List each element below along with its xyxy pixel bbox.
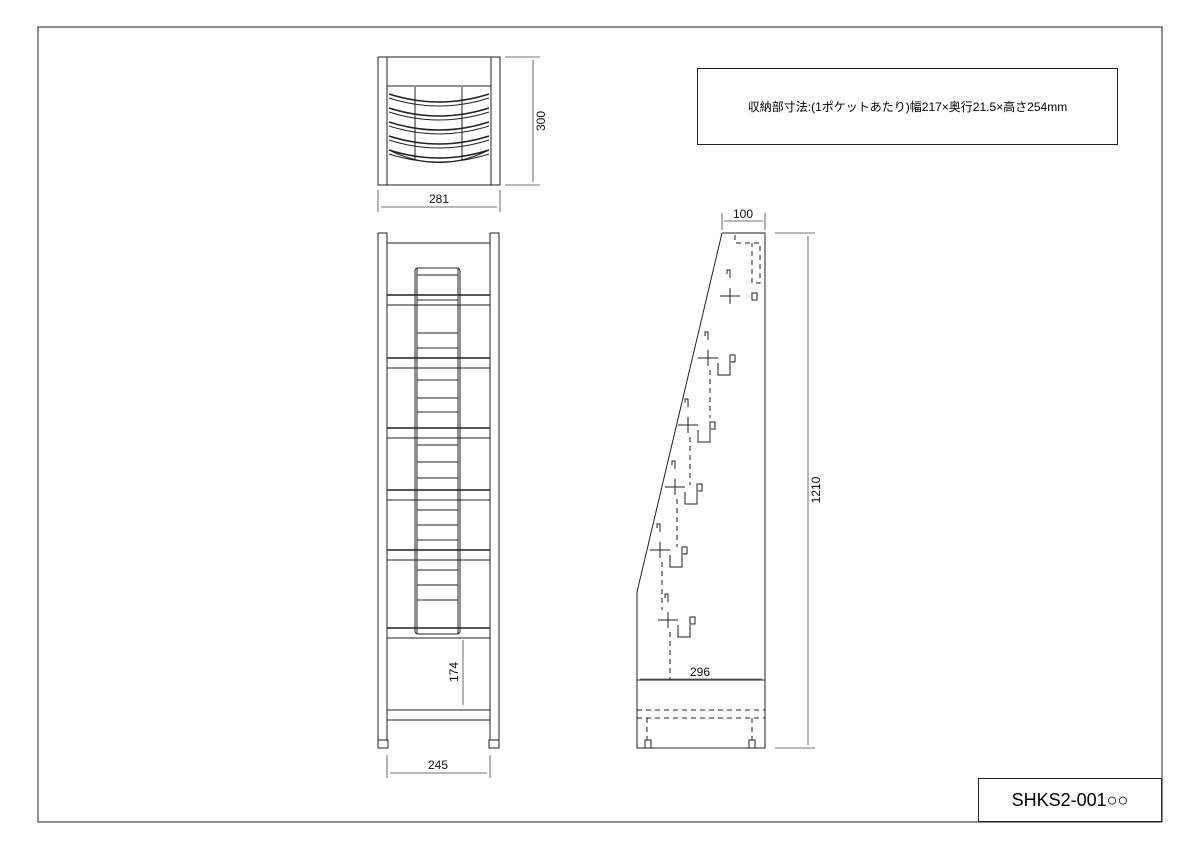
pocket-outline [388,111,490,121]
pocket-outline [388,139,490,149]
dim-top-width: 281 [429,192,449,206]
hook-bracket [658,593,696,680]
pocket-outline [388,93,490,103]
hook-bracket [665,460,703,547]
hook-bracket [678,398,716,485]
pocket-outline [388,97,490,107]
pocket-outline [388,149,490,159]
pocket-outline [388,135,490,145]
dim-side-top-depth: 100 [733,207,753,221]
dim-top-depth: 300 [534,111,548,131]
hook-bracket [720,269,758,304]
hook-bracket [698,331,736,418]
dim-front-inner-height: 174 [447,662,461,682]
drawing-border [37,26,1163,823]
dim-front-width: 245 [428,758,448,772]
front-view: 174 245 [377,232,500,778]
pocket-dimension-note: 収納部寸法:(1ポケットあたり)幅217×奥行21.5×高さ254mm [697,68,1118,145]
pocket-outline [388,125,490,135]
pocket-outline [388,153,490,163]
side-view: 100 1210 296 [636,207,823,749]
top-view: 300 281 [377,56,548,212]
title-block-drawing-number: SHKS2-001○○ [978,778,1162,822]
pocket-outline [388,121,490,131]
hook-bracket [650,523,688,610]
pocket-outline [388,149,490,163]
dim-side-base-depth: 296 [690,665,710,679]
dim-side-height: 1210 [809,476,823,503]
pocket-outline [388,107,490,117]
